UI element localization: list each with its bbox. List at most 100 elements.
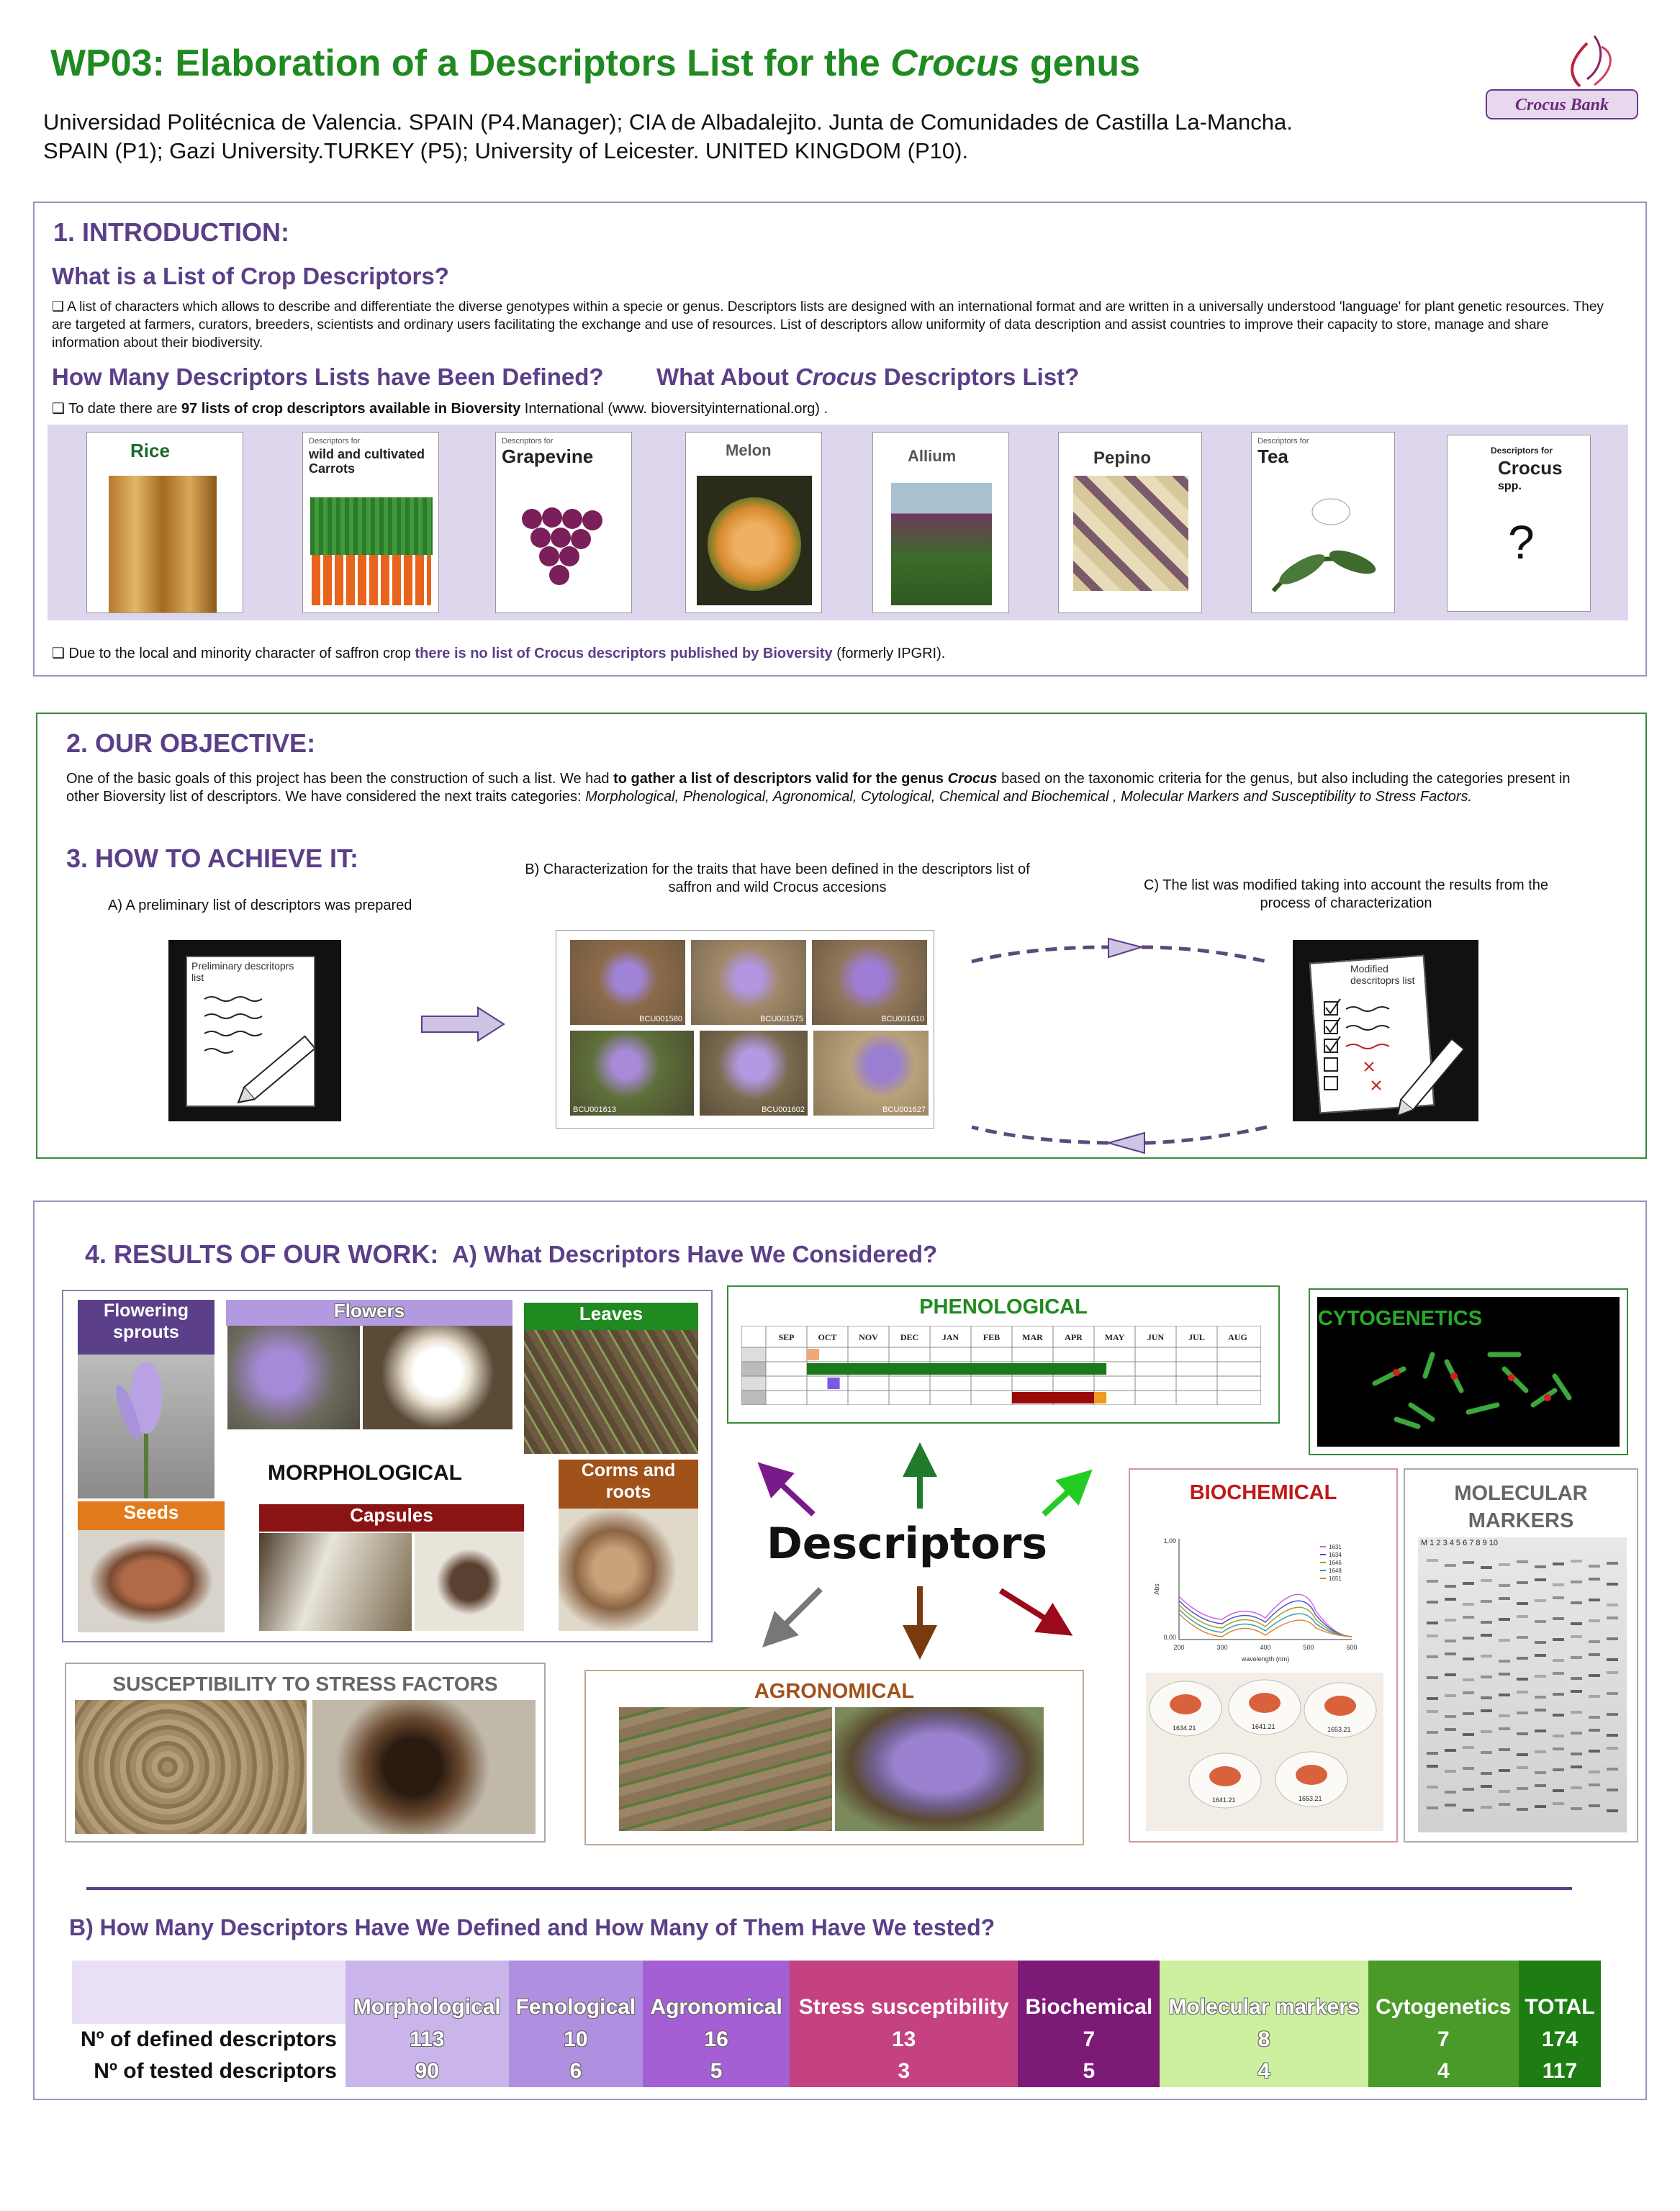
- legend-label: 1646: [1329, 1560, 1342, 1566]
- crocus-bank-logo: Crocus Bank: [1479, 29, 1645, 130]
- month-label: MAY: [1105, 1332, 1125, 1342]
- descriptor-arrows: [757, 1442, 1093, 1660]
- corms-photo: [559, 1509, 698, 1631]
- leaves-photo: [524, 1330, 698, 1454]
- row-label: Nº of tested descriptors: [72, 2056, 346, 2087]
- x-axis-label: wavelength (nm): [1241, 1655, 1290, 1663]
- introduction-heading: 1. INTRODUCTION:: [53, 217, 289, 247]
- melon-cover: Melon: [685, 432, 822, 613]
- capsules-photo-2: [415, 1533, 524, 1631]
- absorbance-series: [1178, 1609, 1352, 1637]
- table-cell: 8: [1160, 2024, 1368, 2056]
- dish-label: 1634.21: [1173, 1724, 1196, 1732]
- month-label: FEB: [983, 1332, 1000, 1342]
- column-header: Morphological: [346, 1961, 509, 2024]
- month-label: DEC: [900, 1332, 918, 1342]
- no-crocus-list-text: ❑ Due to the local and minority characte…: [52, 646, 946, 661]
- descriptors-definition: ❑ A list of characters which allows to d…: [52, 299, 1604, 351]
- legend-label: 1634: [1329, 1552, 1342, 1558]
- gel-image: M 1 2 3 4 5 6 7 8 9 10: [1418, 1537, 1627, 1832]
- absorbance-series: [1178, 1604, 1352, 1637]
- svg-text:Crocus Bank: Crocus Bank: [1515, 96, 1609, 114]
- phenology-bar: [1012, 1392, 1094, 1403]
- dish-label: 1653.21: [1299, 1795, 1322, 1802]
- stress-photo-1: [75, 1700, 307, 1834]
- legend-label: 1651: [1329, 1575, 1342, 1582]
- accession-photo-6: BCU001627: [813, 1031, 929, 1116]
- x-tick-label: 200: [1173, 1644, 1184, 1651]
- arrow-right-icon: [421, 1006, 505, 1042]
- absorbance-series: [1178, 1600, 1352, 1637]
- section-divider: [86, 1887, 1572, 1890]
- step-c-text: C) The list was modified taking into acc…: [1143, 877, 1549, 911]
- phenology-bar: [827, 1378, 840, 1389]
- descriptors-center-label: Descriptors: [766, 1519, 1048, 1569]
- flowering-sprouts-label: Flowering sprouts: [78, 1300, 214, 1355]
- lists-defined-question: How Many Descriptors Lists have Been Def…: [52, 363, 604, 390]
- accession-photo-1: BCU001580: [570, 940, 685, 1025]
- table-cell: 4: [1160, 2056, 1368, 2087]
- leaves-label: Leaves: [524, 1303, 698, 1330]
- table-cell: 3: [790, 2056, 1019, 2087]
- month-label: SEP: [778, 1332, 794, 1342]
- table-cell: 7: [1368, 2024, 1519, 2056]
- results-subheading-a: A) What Descriptors Have We Considered?: [452, 1241, 938, 1267]
- accession-photo-3: BCU001610: [812, 940, 927, 1025]
- allium-cover: Allium: [872, 432, 1009, 613]
- agronomical-title: AGRONOMICAL: [754, 1680, 915, 1703]
- table-cell: 6: [508, 2056, 643, 2087]
- molecular-markers-title: MOLECULAR MARKERS: [1454, 1482, 1588, 1532]
- preliminary-list-illustration: Preliminary descritoprs list: [168, 940, 341, 1121]
- flowers-label: Flowers: [226, 1300, 512, 1326]
- flowering-sprouts-photo: [78, 1355, 214, 1498]
- crocus-list-question: What About Crocus Descriptors List?: [656, 363, 1080, 390]
- dish-label: 1641.21: [1212, 1796, 1236, 1804]
- poster-title: WP03: Elaboration of a Descriptors List …: [50, 42, 1141, 84]
- column-header: Cytogenetics: [1368, 1961, 1519, 2024]
- affiliations: Universidad Politécnica de Valencia. SPA…: [43, 108, 1483, 166]
- x-tick-label: 500: [1303, 1644, 1314, 1651]
- month-label: JAN: [942, 1332, 959, 1342]
- seeds-photo: [78, 1530, 225, 1632]
- column-header: Stress susceptibility: [790, 1961, 1019, 2024]
- table-cell: 5: [1018, 2056, 1160, 2087]
- pepino-cover: Pepino: [1058, 432, 1202, 613]
- seeds-label: Seeds: [78, 1501, 225, 1530]
- purple-flowers-photo: [227, 1326, 360, 1429]
- phenological-title: PHENOLOGICAL: [919, 1296, 1088, 1319]
- capsules-photo-1: [259, 1533, 412, 1631]
- month-label: APR: [1065, 1332, 1083, 1342]
- x-tick-label: 400: [1260, 1644, 1270, 1651]
- dish-label: 1641.21: [1252, 1723, 1275, 1730]
- table-cell: 5: [643, 2056, 790, 2087]
- white-flowers-photo: [363, 1326, 512, 1429]
- question-mark: ?: [1508, 515, 1535, 569]
- legend-label: 1631: [1329, 1544, 1342, 1550]
- stress-photo-2: [312, 1700, 536, 1834]
- table-cell: 13: [790, 2024, 1019, 2056]
- field-photo: [619, 1707, 832, 1831]
- affiliation-line-2: SPAIN (P1); Gazi University.TURKEY (P5);…: [43, 138, 969, 163]
- stress-susceptibility-title: SUSCEPTIBILITY TO STRESS FACTORS: [112, 1673, 498, 1695]
- chromosome-image: CYTOGENETICS: [1317, 1297, 1620, 1447]
- checkbox-bullet: ❑: [52, 299, 68, 315]
- table-cell: 117: [1518, 2056, 1601, 2087]
- objective-text: One of the basic goals of this project h…: [66, 771, 1571, 805]
- table-cell: 113: [346, 2024, 509, 2056]
- month-label: MAR: [1022, 1332, 1043, 1342]
- column-header: Molecular markers: [1160, 1961, 1368, 2024]
- month-label: NOV: [859, 1332, 878, 1342]
- row-label: Nº of defined descriptors: [72, 2024, 346, 2056]
- saffron-basket-photo: [835, 1707, 1044, 1831]
- grapevine-cover: Descriptors for Grapevine: [495, 432, 632, 613]
- table-cell: 4: [1368, 2056, 1519, 2087]
- phenology-bar: [807, 1363, 1107, 1375]
- column-header: Agronomical: [643, 1961, 790, 2024]
- table-cell: 10: [508, 2024, 643, 2056]
- absorbance-series: [1178, 1593, 1352, 1637]
- month-label: JUN: [1147, 1332, 1165, 1342]
